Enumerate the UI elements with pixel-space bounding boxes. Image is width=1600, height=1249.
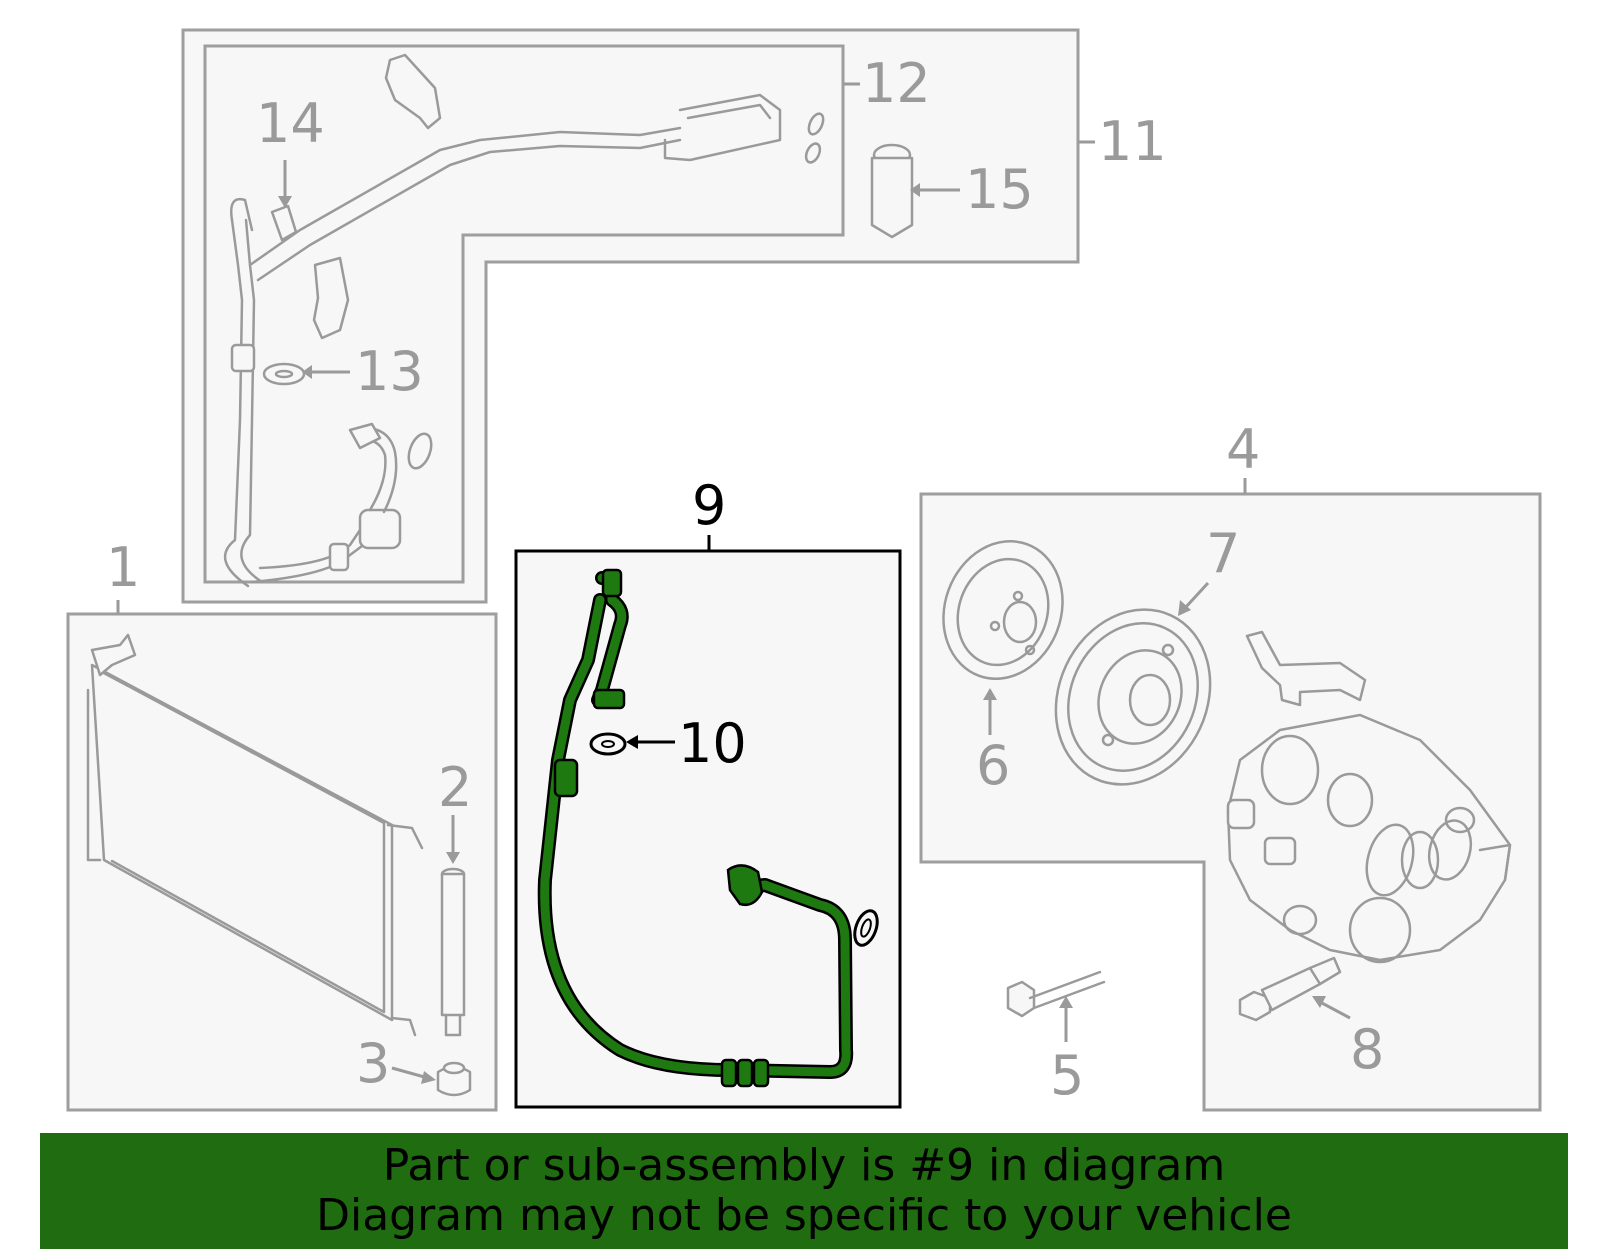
sensor-8	[1238, 956, 1351, 1022]
callout-7: 7	[1206, 522, 1240, 585]
pulley-7	[1054, 581, 1212, 786]
callout-9: 9	[692, 474, 726, 537]
notice-banner: Part or sub-assembly is #9 in diagram Di…	[40, 1133, 1568, 1249]
callout-4: 4	[1226, 418, 1260, 481]
banner-line-1: Part or sub-assembly is #9 in diagram	[382, 1140, 1226, 1191]
banner-line-2: Diagram may not be specific to your vehi…	[316, 1190, 1292, 1241]
callout-14: 14	[256, 92, 325, 155]
callout-11: 11	[1098, 110, 1167, 173]
o-ring-9	[853, 909, 879, 947]
discharge-hose-9[interactable]	[537, 568, 854, 1088]
callout-5: 5	[1050, 1044, 1084, 1107]
receiver-drier-2	[440, 815, 466, 1037]
callout-3: 3	[356, 1032, 390, 1095]
o-ring-10	[589, 732, 675, 756]
condenser-1	[86, 633, 424, 1037]
o-ring-13	[262, 362, 350, 386]
clutch-plate-6	[942, 540, 1064, 735]
suction-hose-12	[223, 53, 825, 588]
callout-1: 1	[106, 536, 140, 599]
bracket-4	[1245, 630, 1367, 707]
bolt-5	[1006, 970, 1106, 1042]
group-11-box	[181, 28, 1080, 604]
group-12-box	[203, 44, 845, 584]
callout-2: 2	[438, 756, 472, 819]
callout-12: 12	[862, 52, 931, 115]
expansion-valve-15	[870, 143, 960, 239]
callout-8: 8	[1350, 1018, 1384, 1081]
callout-15: 15	[965, 158, 1034, 221]
clip-14	[270, 160, 298, 242]
parts-diagram: 1 2 3 4 5 6 7 8 9 10 11 12 13 14 15	[66, 28, 1542, 1112]
plug-3	[391, 1061, 472, 1097]
compressor-4	[1226, 713, 1512, 964]
callout-13: 13	[355, 340, 424, 403]
callout-10: 10	[678, 712, 747, 775]
callout-6: 6	[976, 734, 1010, 797]
